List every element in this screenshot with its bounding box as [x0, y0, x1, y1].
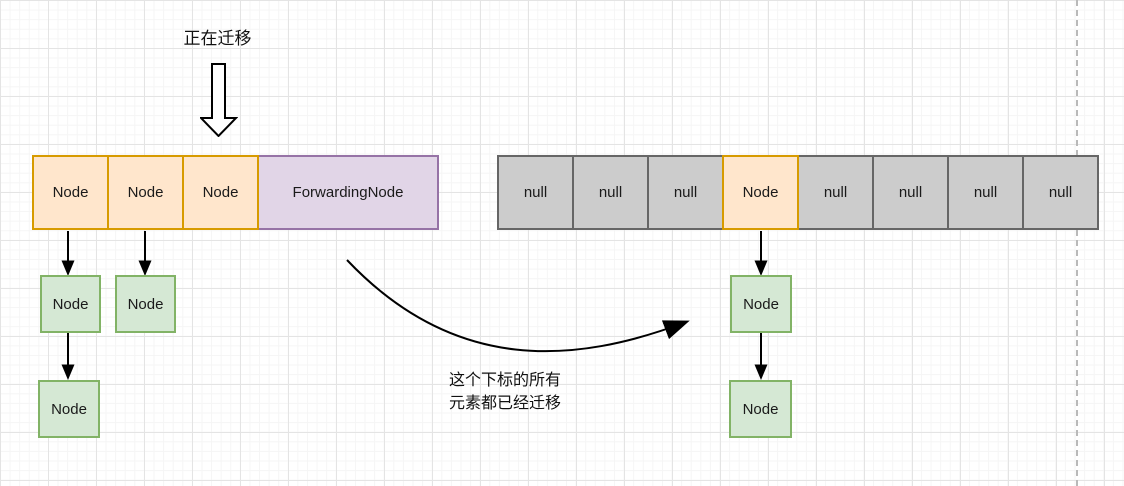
new-table-array: null null null Node null null null null: [497, 155, 1099, 230]
list-node: Node: [729, 380, 792, 438]
old-array-cell-forwarding-node: ForwardingNode: [257, 155, 439, 230]
down-arrow-icon: [61, 231, 75, 276]
migrating-label: 正在迁移: [183, 29, 252, 48]
new-array-cell-node: Node: [722, 155, 799, 230]
list-node: Node: [40, 275, 101, 333]
old-array-cell-node: Node: [32, 155, 109, 230]
hollow-down-arrow-icon: [200, 63, 238, 137]
old-array-cell-node: Node: [182, 155, 259, 230]
migrated-note: 这个下标的所有 元素都已经迁移: [390, 369, 620, 415]
new-array-cell-null: null: [1022, 155, 1099, 230]
old-array-cell-node: Node: [107, 155, 184, 230]
new-array-cell-null: null: [497, 155, 574, 230]
list-node: Node: [115, 275, 176, 333]
new-array-cell-null: null: [947, 155, 1024, 230]
page-boundary-dashed-line: [1076, 0, 1078, 486]
new-array-cell-null: null: [797, 155, 874, 230]
new-array-cell-null: null: [872, 155, 949, 230]
list-node: Node: [730, 275, 792, 333]
down-arrow-icon: [61, 333, 75, 380]
down-arrow-icon: [754, 333, 768, 380]
list-node: Node: [38, 380, 100, 438]
new-array-cell-null: null: [572, 155, 649, 230]
migrated-note-line2: 元素都已经迁移: [448, 395, 561, 412]
migrated-note-line1: 这个下标的所有: [448, 372, 561, 389]
down-arrow-icon: [138, 231, 152, 276]
curved-migration-arrow-icon: [346, 259, 690, 353]
down-arrow-icon: [754, 231, 768, 276]
new-array-cell-null: null: [647, 155, 724, 230]
old-table-array: Node Node Node ForwardingNode: [32, 155, 439, 230]
